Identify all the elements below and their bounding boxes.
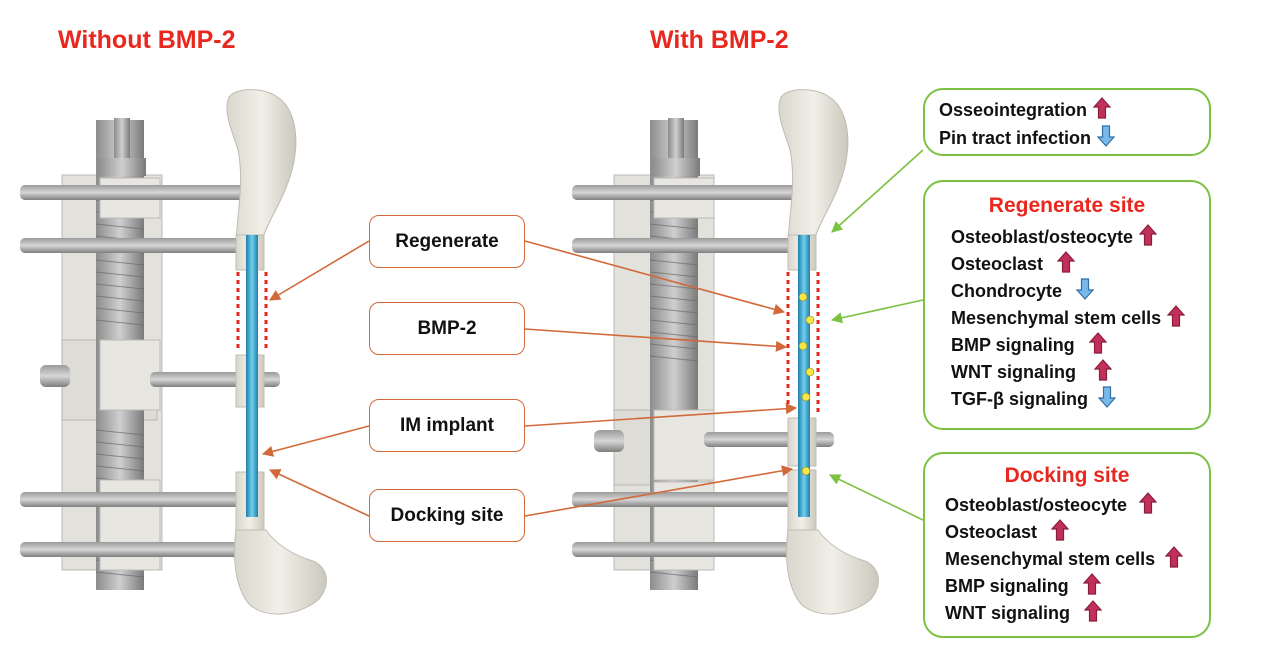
box-row: Osteoblast/osteocyte: [951, 224, 1195, 251]
label-docking-site: Docking site: [369, 489, 525, 542]
row-label: BMP signaling: [945, 576, 1069, 596]
regenerate-site-box: Regenerate site Osteoblast/osteocyte Ost…: [923, 180, 1211, 430]
up-arrow-icon: [1056, 251, 1076, 278]
box-row: Chondrocyte: [951, 278, 1195, 305]
row-label: Osteoclast: [945, 522, 1038, 542]
box-row: Osseointegration: [939, 96, 1195, 124]
up-arrow-icon: [1083, 600, 1103, 627]
label-regenerate: Regenerate: [369, 215, 525, 268]
row-label: Mesenchymal stem cells: [951, 308, 1162, 328]
down-arrow-icon: [1096, 124, 1116, 152]
box-row: BMP signaling: [951, 332, 1195, 359]
box-row: TGF-β signaling: [951, 386, 1195, 413]
row-label: Osteoblast/osteocyte: [945, 495, 1128, 515]
docking-site-header: Docking site: [1004, 464, 1130, 487]
box-row: BMP signaling: [945, 573, 1195, 600]
up-arrow-icon: [1093, 359, 1113, 386]
up-arrow-icon: [1138, 224, 1158, 251]
row-label: TGF-β signaling: [951, 389, 1088, 409]
box-row: WNT signaling: [951, 359, 1195, 386]
up-arrow-icon: [1138, 492, 1158, 519]
up-arrow-icon: [1164, 546, 1184, 573]
row-label: Chondrocyte: [951, 281, 1063, 301]
row-label: Mesenchymal stem cells: [945, 549, 1156, 569]
row-label: Pin tract infection: [939, 127, 1092, 148]
orange-connectors: [261, 240, 798, 517]
title-without-bmp2: Without BMP-2: [58, 26, 236, 54]
row-label: BMP signaling: [951, 335, 1075, 355]
up-arrow-icon: [1092, 96, 1112, 124]
regenerate-site-header: Regenerate site: [988, 194, 1146, 217]
osseointegration-box: Osseointegration Pin tract infection: [923, 88, 1211, 156]
up-arrow-icon: [1082, 573, 1102, 600]
box-row: Osteoclast: [945, 519, 1195, 546]
box-row: Pin tract infection: [939, 124, 1195, 152]
row-label: WNT signaling: [945, 603, 1070, 623]
box-row: WNT signaling: [945, 600, 1195, 627]
up-arrow-icon: [1088, 332, 1108, 359]
box-row: Mesenchymal stem cells: [945, 546, 1195, 573]
box-row: Osteoclast: [951, 251, 1195, 278]
row-label: WNT signaling: [951, 362, 1076, 382]
bmp2-markers: [798, 292, 815, 476]
label-bmp2: BMP-2: [369, 302, 525, 355]
box-row: Mesenchymal stem cells: [951, 305, 1195, 332]
row-label: Osteoblast/osteocyte: [951, 227, 1134, 247]
left-fixator: [20, 89, 327, 615]
label-im-implant: IM implant: [369, 399, 525, 452]
up-arrow-icon: [1166, 305, 1186, 332]
row-label: Osteoclast: [951, 254, 1044, 274]
up-arrow-icon: [1050, 519, 1070, 546]
row-label: Osseointegration: [939, 99, 1088, 120]
down-arrow-icon: [1097, 386, 1117, 413]
title-with-bmp2: With BMP-2: [650, 26, 789, 54]
right-fixator: [572, 89, 879, 615]
docking-site-box: Docking site Osteoblast/osteocyte Osteoc…: [923, 452, 1211, 638]
green-connectors: [828, 149, 924, 521]
down-arrow-icon: [1075, 278, 1095, 305]
box-row: Osteoblast/osteocyte: [945, 492, 1195, 519]
